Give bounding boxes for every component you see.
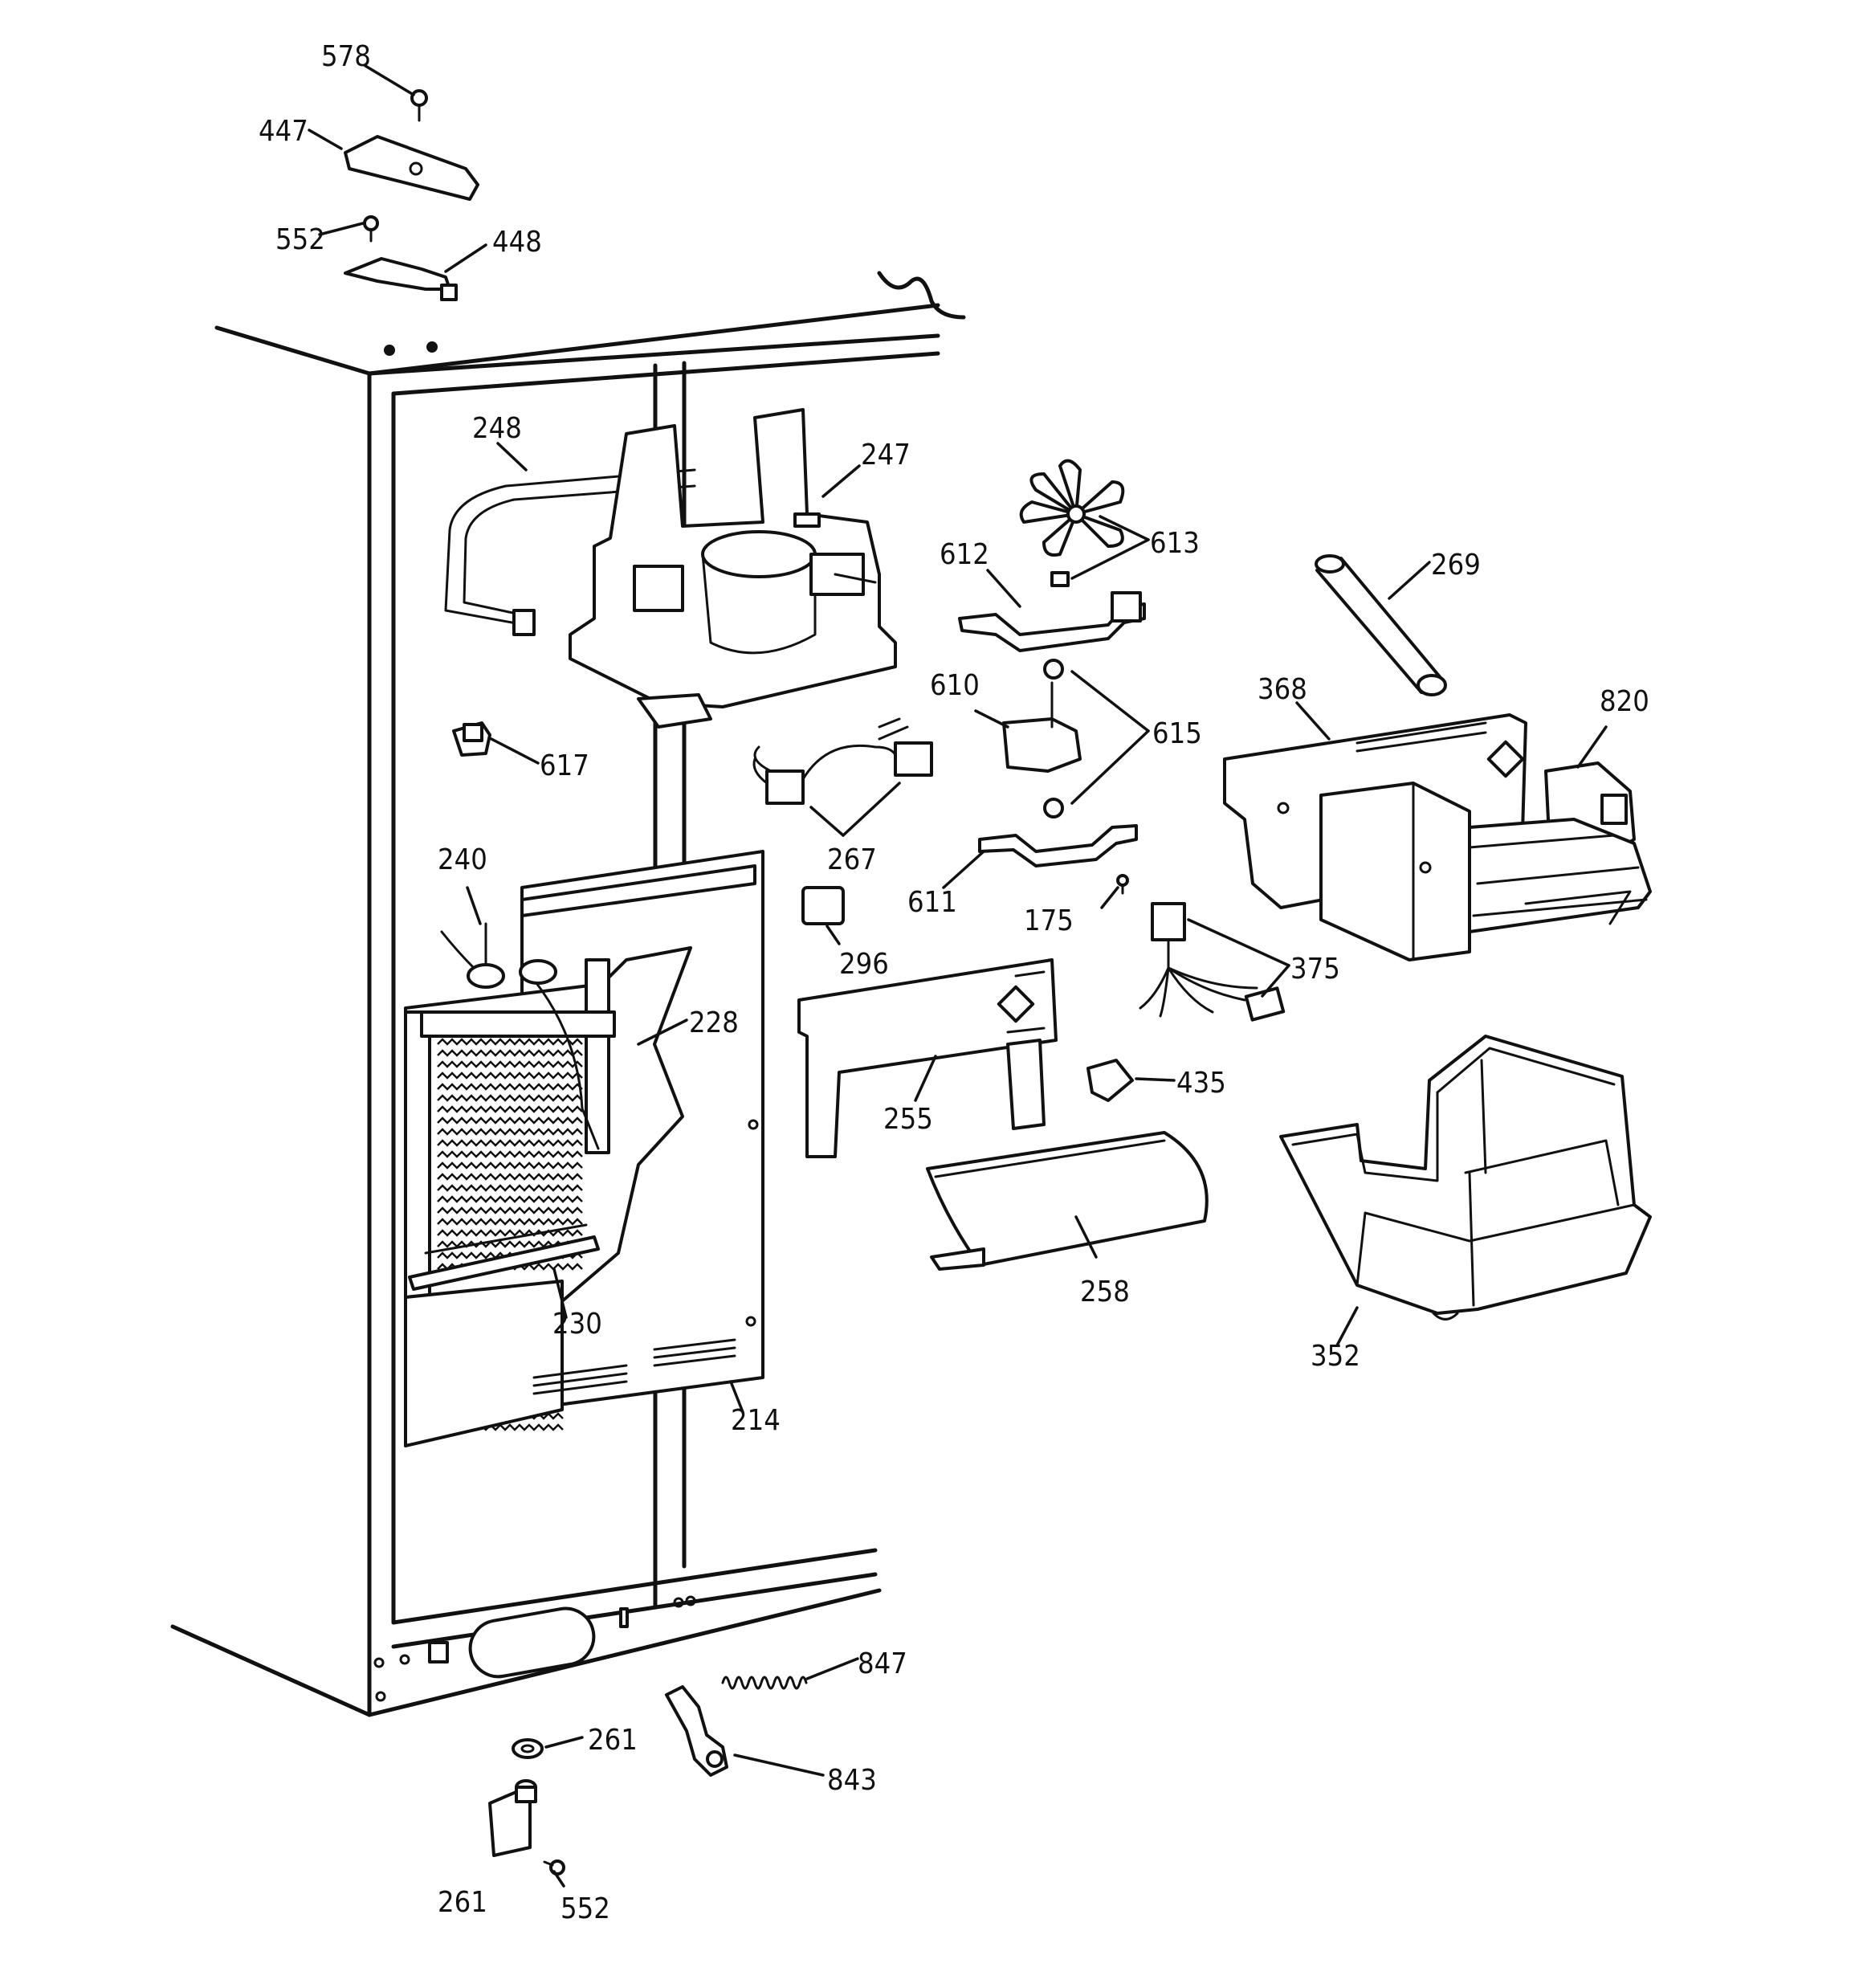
part-callouts: 578 447 552 448 248 247 613 612 269 610 … xyxy=(259,40,1649,1925)
part-267-wire-harness xyxy=(752,717,933,805)
callout-843: 843 xyxy=(827,1764,877,1797)
callout-261: 261 xyxy=(588,1724,638,1757)
evaporator-fin xyxy=(437,1161,583,1170)
part-352-ice-bucket xyxy=(1279,1035,1652,1321)
callout-214: 214 xyxy=(731,1404,781,1437)
part-175-screw xyxy=(1116,874,1129,895)
part-613-fan-blade xyxy=(1019,459,1125,587)
callout-552: 552 xyxy=(561,1892,610,1925)
callout-248: 248 xyxy=(472,412,522,445)
part-552-screw xyxy=(363,215,379,243)
callout-613: 613 xyxy=(1150,527,1200,560)
part-248-tube xyxy=(444,468,696,636)
callout-247: 247 xyxy=(861,439,911,471)
part-612-bracket xyxy=(958,591,1146,652)
part-615-grommet xyxy=(1043,659,1064,680)
part-255-duct xyxy=(797,958,1058,1158)
evaporator-fin xyxy=(437,1206,583,1214)
evaporator-fin xyxy=(437,1049,583,1057)
callout-448: 448 xyxy=(492,226,542,259)
evaporator-fin xyxy=(437,1240,583,1248)
part-261-bottom-hinge xyxy=(488,1779,537,1857)
callout-611: 611 xyxy=(907,886,957,919)
evaporator-fin xyxy=(437,1218,583,1226)
evaporator-fin xyxy=(437,1173,583,1181)
callout-612: 612 xyxy=(940,538,989,571)
part-230-defrost-heater xyxy=(404,1119,759,1447)
part-435-clip xyxy=(1086,1059,1134,1102)
part-240-sensor xyxy=(440,922,505,989)
callout-617: 617 xyxy=(540,749,589,782)
leader-lines xyxy=(308,64,1608,1888)
part-447-hinge-cover xyxy=(344,135,479,201)
callout-375: 375 xyxy=(1290,953,1340,986)
callout-240: 240 xyxy=(438,843,487,876)
evaporator-fin xyxy=(437,1072,583,1080)
part-611-bracket xyxy=(978,824,1138,867)
evaporator-fin xyxy=(437,1184,583,1192)
callout-578: 578 xyxy=(321,40,371,73)
cabinet-frame xyxy=(170,271,966,1717)
callout-255: 255 xyxy=(883,1103,933,1136)
callout-435: 435 xyxy=(1176,1067,1226,1100)
part-843-cam-arm xyxy=(665,1685,728,1777)
part-258-chute xyxy=(926,1131,1209,1271)
evaporator-fin xyxy=(437,1083,583,1091)
callout-261: 261 xyxy=(438,1886,487,1919)
part-617-thermostat xyxy=(452,721,491,757)
callout-447: 447 xyxy=(259,115,308,148)
callout-820: 820 xyxy=(1600,685,1649,718)
callout-296: 296 xyxy=(839,948,889,981)
evaporator-fin xyxy=(437,1060,583,1068)
evaporator-fin xyxy=(437,1116,583,1125)
evaporator-fin xyxy=(437,1195,583,1203)
part-615-grommet xyxy=(1043,798,1064,818)
callout-368: 368 xyxy=(1258,673,1307,706)
part-448-hinge xyxy=(344,257,458,301)
part-ice-maker-body xyxy=(1319,782,1652,961)
callout-230: 230 xyxy=(552,1308,602,1341)
callout-228: 228 xyxy=(689,1006,739,1039)
part-578-screw xyxy=(410,89,428,122)
callout-552: 552 xyxy=(275,223,325,256)
callout-175: 175 xyxy=(1024,904,1074,937)
part-261-washer xyxy=(512,1738,544,1759)
callout-610: 610 xyxy=(930,669,980,702)
callout-267: 267 xyxy=(827,843,877,876)
evaporator-fin xyxy=(437,1105,583,1113)
part-269-tube xyxy=(1315,554,1447,696)
callout-258: 258 xyxy=(1080,1276,1130,1308)
part-296-relay xyxy=(801,886,845,925)
part-247-auger-housing xyxy=(569,408,897,729)
evaporator-fin xyxy=(437,1150,583,1158)
evaporator-fin xyxy=(437,1139,583,1147)
part-375-wire-harness xyxy=(1139,902,1286,1022)
callout-847: 847 xyxy=(858,1647,907,1680)
callout-615: 615 xyxy=(1152,717,1202,750)
callout-269: 269 xyxy=(1431,549,1481,582)
evaporator-fin xyxy=(437,1128,583,1136)
callout-352: 352 xyxy=(1311,1340,1360,1373)
part-610-fan-motor xyxy=(1002,681,1082,773)
evaporator-fin xyxy=(437,1038,583,1046)
part-847-spring xyxy=(721,1676,808,1690)
evaporator-fin xyxy=(437,1094,583,1102)
